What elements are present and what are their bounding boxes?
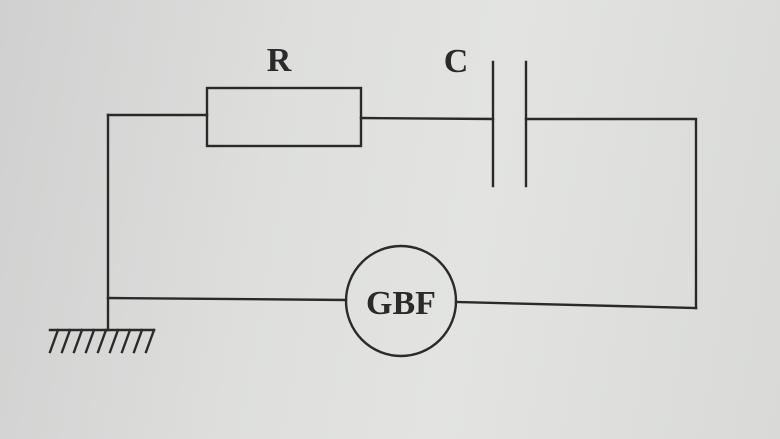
wire-bottom-left <box>106 296 348 302</box>
wire-resistor-capacitor <box>359 116 495 121</box>
generator-label: GBF <box>366 285 436 322</box>
ground-symbol <box>48 328 156 354</box>
wire-bottom-right <box>454 300 698 310</box>
capacitor-label: C <box>444 43 469 80</box>
wire-top-right <box>524 117 698 310</box>
resistor-label: R <box>267 42 292 79</box>
resistor-symbol <box>205 86 363 148</box>
